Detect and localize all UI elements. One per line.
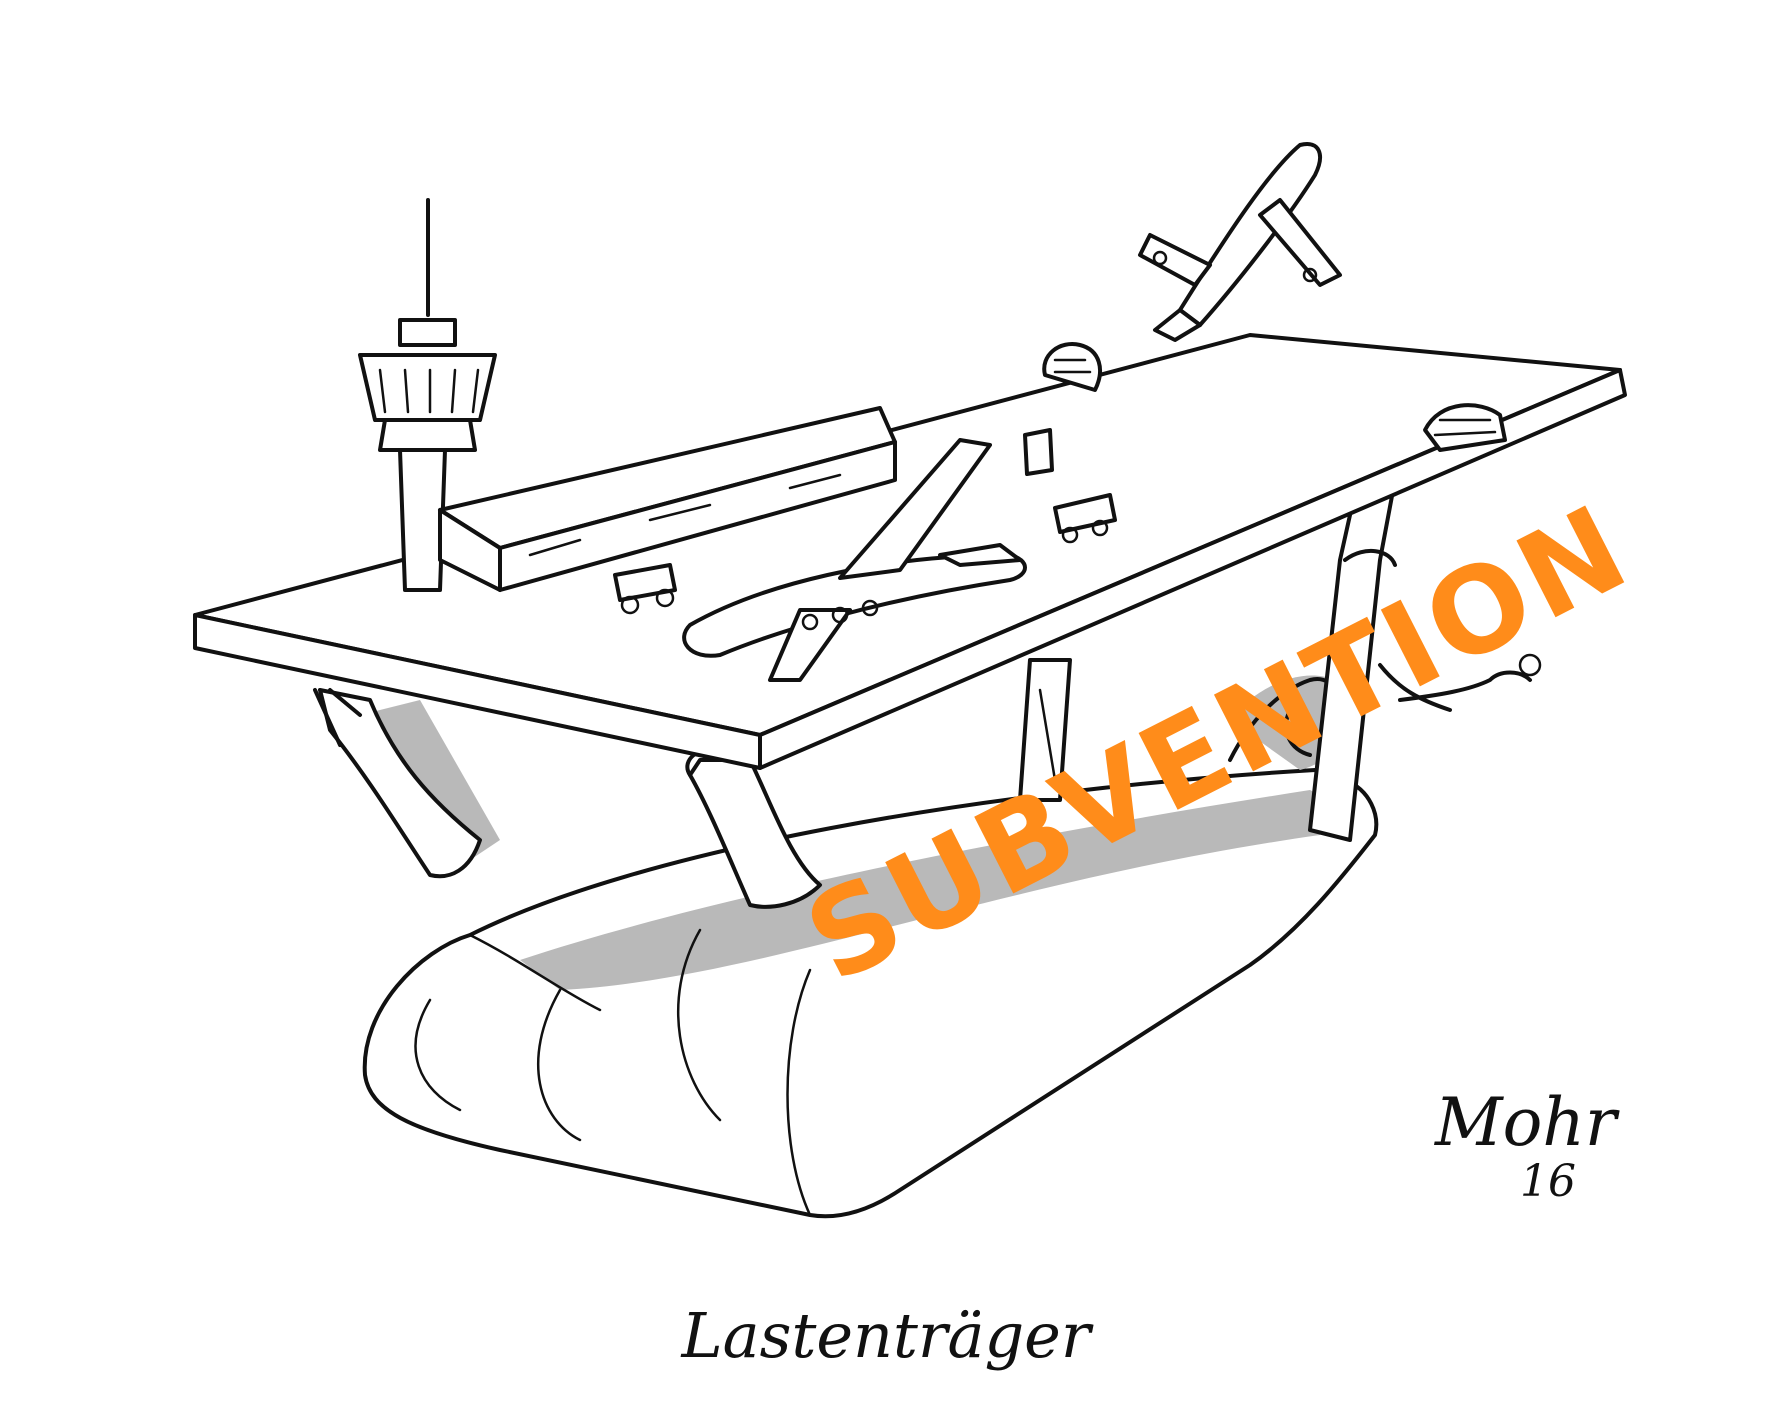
gripping-hands [1042,342,1507,452]
rear-leg [1018,658,1072,802]
departing-airplane [1138,142,1342,342]
signature-year: 16 [1520,1156,1576,1207]
artist-signature: Mohr [1435,1084,1617,1161]
parked-airplane [682,438,1027,682]
ground-vehicles [613,428,1117,615]
control-tower [358,198,497,592]
left-legs [313,688,822,909]
subsidy-sack [362,768,1379,1219]
cartoon-caption: Lastenträger [681,1299,1091,1372]
terminal-building [438,406,897,592]
